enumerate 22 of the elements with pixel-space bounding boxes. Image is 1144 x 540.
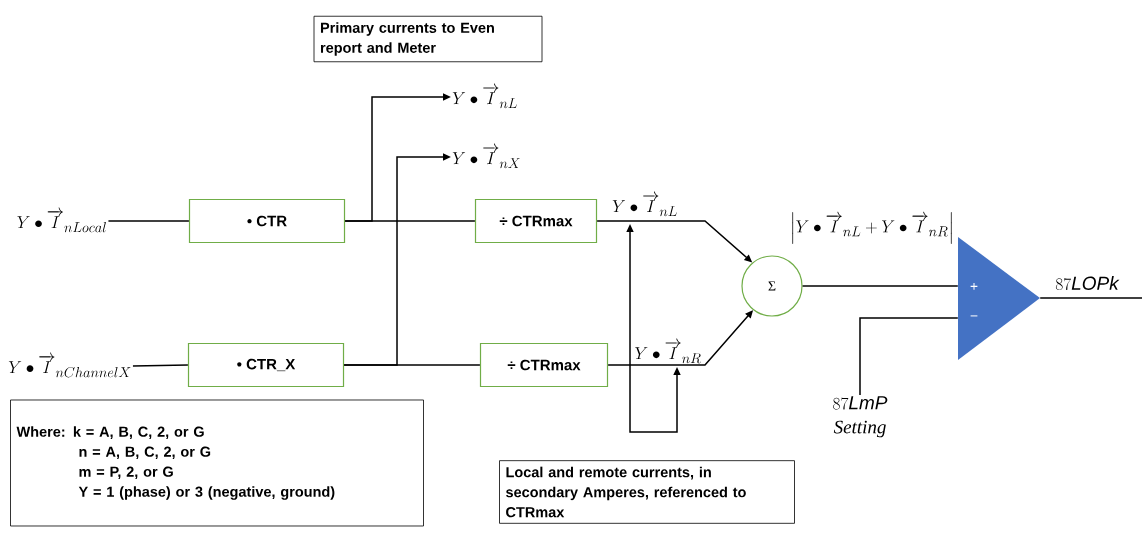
- connector-line: [801, 285, 959, 287]
- edge-label: $Y\bullet\overrightarrow{I}_{nR}$: [635, 338, 701, 364]
- edge-label: $87\mathit{LOPk}$: [1055, 276, 1120, 291]
- process-box: • CTR_X: [187, 342, 345, 388]
- output-label: $Y\bullet\overrightarrow{I}_{nX}$: [452, 143, 520, 169]
- edge-label: $\left|Y\bullet\overrightarrow{I}_{nL}+Y\bullet\overrightarrow{I}_{nR}\right|$: [792, 211, 952, 244]
- connector-line: [1039, 297, 1143, 299]
- output-label: $Y\bullet\overrightarrow{I}_{nL}$: [452, 83, 517, 109]
- connector-line: [132, 364, 189, 367]
- connector-line: [107, 220, 190, 222]
- input-label: $Y\bullet\overrightarrow{I}_{nLocal}$: [17, 207, 106, 233]
- connector-line: [859, 317, 959, 396]
- process-box: • CTR: [188, 198, 346, 244]
- input-label: $Y\bullet\overrightarrow{I}_{nChannelX}$: [8, 352, 131, 378]
- comparator-triangle: + −: [958, 237, 1040, 360]
- edge-label: $Y\bullet\overrightarrow{I}_{nL}$: [612, 191, 677, 217]
- process-box: ÷ CTRmax: [479, 342, 609, 388]
- note-box: Where: k = A, B, C, 2, or G n = A, B, C, 2, or G m = P, 2, or G Y = 1 (phase) or 3 (negative, ground): [10, 399, 424, 527]
- note-box: Local and remote currents, in secondary Amperes, referenced to CTRmax: [499, 460, 795, 524]
- process-box: ÷ CTRmax: [474, 198, 598, 244]
- note-box: Primary currents to Even report and Meter: [313, 15, 543, 63]
- setting-label: $87\mathit{LmP}$ Setting: [833, 396, 888, 438]
